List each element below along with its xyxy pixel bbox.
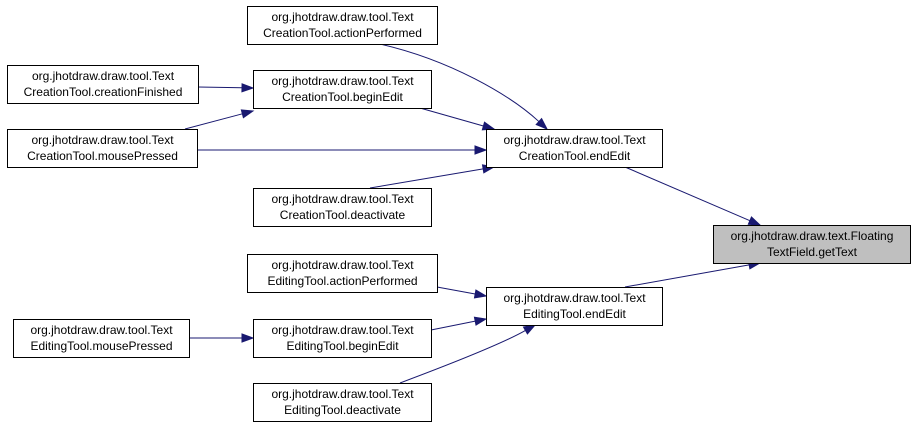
edge-text_actionPerformed-to-text_endEdit <box>379 43 549 130</box>
node-label-line: org.jhotdraw.draw.tool.Text <box>271 74 414 88</box>
edge-line <box>419 107 484 127</box>
node-box[interactable] <box>247 254 438 293</box>
edge-text_mousePressed-to-text_beginEdit <box>184 109 255 130</box>
edge-text_creationFinished-to-text_beginEdit <box>197 83 255 93</box>
node-label-line: org.jhotdraw.draw.tool.Text <box>271 323 414 337</box>
edge-edit_beginEdit-to-edit_endEdit <box>430 316 488 331</box>
node-box[interactable] <box>253 383 432 422</box>
node-label-line: org.jhotdraw.draw.tool.Text <box>32 69 175 83</box>
node-label-line: TextField.getText <box>767 245 858 259</box>
arrowhead <box>474 145 488 155</box>
edge-line <box>379 43 540 122</box>
node-label-line: CreationTool.actionPerformed <box>263 26 422 40</box>
edge-line <box>399 330 526 384</box>
node-text_deactivate[interactable]: org.jhotdraw.draw.tool.TextCreationTool.… <box>253 188 432 227</box>
edge-edit_mousePressed-to-edit_beginEdit <box>189 333 255 343</box>
node-label-line: EditingTool.beginEdit <box>286 339 399 353</box>
edge-edit_deactivate-to-edit_endEdit <box>399 324 537 384</box>
edge-text_deactivate-to-text_endEdit <box>369 164 496 189</box>
node-getText[interactable]: org.jhotdraw.draw.text.FloatingTextField… <box>713 225 911 264</box>
node-box[interactable] <box>247 6 438 45</box>
edge-line <box>184 113 243 130</box>
arrowhead <box>473 316 488 326</box>
node-label-line: CreationTool.endEdit <box>519 149 631 163</box>
node-box[interactable] <box>253 188 432 227</box>
node-label-line: org.jhotdraw.draw.tool.Text <box>271 258 414 272</box>
arrowhead <box>473 289 488 299</box>
node-edit_endEdit[interactable]: org.jhotdraw.draw.tool.TextEditingTool.e… <box>486 287 663 326</box>
node-label-line: EditingTool.mousePressed <box>30 339 172 353</box>
node-label-line: org.jhotdraw.draw.text.Floating <box>731 229 894 243</box>
node-text_beginEdit[interactable]: org.jhotdraw.draw.tool.TextCreationTool.… <box>253 70 432 109</box>
node-label-line: CreationTool.deactivate <box>280 208 406 222</box>
node-label-line: CreationTool.beginEdit <box>282 90 403 104</box>
node-label-line: org.jhotdraw.draw.tool.Text <box>503 133 646 147</box>
edge-text_beginEdit-to-text_endEdit <box>419 107 496 131</box>
node-label-line: org.jhotdraw.draw.tool.Text <box>31 133 174 147</box>
arrowhead <box>747 216 762 226</box>
node-box[interactable] <box>7 65 199 104</box>
edge-edit_actionPerformed-to-edit_endEdit <box>436 286 488 299</box>
edge-line <box>624 166 751 222</box>
node-text_actionPerformed[interactable]: org.jhotdraw.draw.tool.TextCreationTool.… <box>247 6 438 45</box>
node-edit_beginEdit[interactable]: org.jhotdraw.draw.tool.TextEditingTool.b… <box>253 319 432 358</box>
node-label-line: EditingTool.endEdit <box>523 307 626 321</box>
node-box[interactable] <box>486 129 663 168</box>
node-text_creationFinished[interactable]: org.jhotdraw.draw.tool.TextCreationTool.… <box>7 65 199 104</box>
edge-line <box>624 264 750 288</box>
node-box[interactable] <box>253 319 432 358</box>
node-box[interactable] <box>7 129 198 168</box>
arrowhead <box>241 83 255 93</box>
node-label-line: org.jhotdraw.draw.tool.Text <box>271 192 414 206</box>
edge-line <box>430 320 476 331</box>
node-label-line: org.jhotdraw.draw.tool.Text <box>271 387 414 401</box>
node-edit_mousePressed[interactable]: org.jhotdraw.draw.tool.TextEditingTool.m… <box>13 319 190 358</box>
arrowhead <box>522 324 537 335</box>
arrowhead <box>481 121 496 131</box>
edge-line <box>369 168 484 189</box>
edge-text_endEdit-to-getText <box>624 166 762 226</box>
node-label-line: CreationTool.creationFinished <box>24 85 183 99</box>
node-label-line: org.jhotdraw.draw.tool.Text <box>503 291 646 305</box>
edge-line <box>197 86 243 89</box>
edges-layer <box>184 43 762 384</box>
node-label-line: CreationTool.mousePressed <box>27 149 178 163</box>
node-label-line: org.jhotdraw.draw.tool.Text <box>30 323 173 337</box>
arrowhead <box>241 333 255 343</box>
node-box[interactable] <box>13 319 190 358</box>
edge-edit_endEdit-to-getText <box>624 260 762 288</box>
node-label-line: org.jhotdraw.draw.tool.Text <box>271 10 414 24</box>
node-text_mousePressed[interactable]: org.jhotdraw.draw.tool.TextCreationTool.… <box>7 129 198 168</box>
node-text_endEdit[interactable]: org.jhotdraw.draw.tool.TextCreationTool.… <box>486 129 663 168</box>
node-box[interactable] <box>253 70 432 109</box>
edge-line <box>436 286 476 295</box>
node-box[interactable] <box>486 287 663 326</box>
node-label-line: EditingTool.deactivate <box>284 403 401 417</box>
node-edit_deactivate[interactable]: org.jhotdraw.draw.tool.TextEditingTool.d… <box>253 383 432 422</box>
arrowhead <box>240 109 255 119</box>
edge-text_mousePressed-to-text_endEdit <box>197 145 488 155</box>
node-edit_actionPerformed[interactable]: org.jhotdraw.draw.tool.TextEditingTool.a… <box>247 254 438 293</box>
nodes-layer: org.jhotdraw.draw.tool.TextCreationTool.… <box>7 6 911 422</box>
node-label-line: EditingTool.actionPerformed <box>267 274 417 288</box>
focus-node-box[interactable] <box>713 225 911 264</box>
arrowhead <box>535 117 549 130</box>
